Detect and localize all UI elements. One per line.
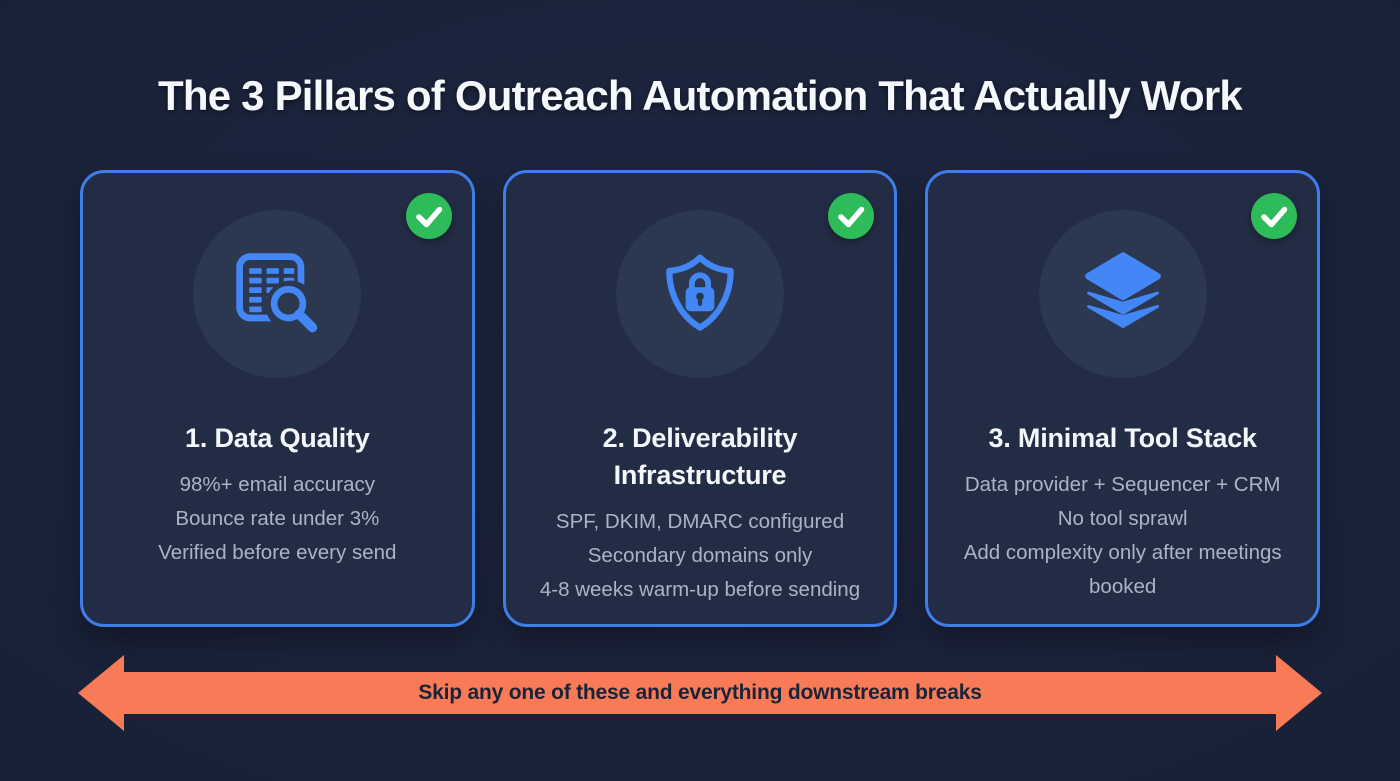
check-badge <box>405 193 452 239</box>
card-line: Add complexity only after meetings booke… <box>963 541 1282 598</box>
card-body: SPF, DKIM, DMARC configured Secondary do… <box>540 505 860 607</box>
card-data-quality: 1. Data Quality 98%+ email accuracy Boun… <box>80 170 475 627</box>
card-line: Bounce rate under 3% <box>175 507 380 530</box>
card-title: 2. Deliverability Infrastructure <box>602 423 798 490</box>
banner-text: Skip any one of these and everything dow… <box>418 681 982 704</box>
page-title: The 3 Pillars of Outreach Automation Tha… <box>158 72 1243 119</box>
card-title: 1. Data Quality <box>185 423 370 453</box>
spreadsheet-search-icon <box>236 253 318 333</box>
icon-circle <box>1038 210 1207 378</box>
card-body: Data provider + Sequencer + CRM No tool … <box>957 468 1289 604</box>
layers-icon <box>1084 252 1161 329</box>
check-icon <box>415 206 442 228</box>
card-line: Secondary domains only <box>587 544 813 567</box>
shield-lock-icon <box>666 254 734 331</box>
pillars-row: 1. Data Quality 98%+ email accuracy Boun… <box>80 170 1321 627</box>
double-arrow-banner: Skip any one of these and everything dow… <box>78 655 1322 731</box>
card-line: Data provider + Sequencer + CRM <box>964 473 1281 496</box>
check-icon <box>838 206 865 228</box>
card-body: 98%+ email accuracy Bounce rate under 3%… <box>158 468 396 570</box>
card-line: 4-8 weeks warm-up before sending <box>539 578 861 601</box>
card-line: 98%+ email accuracy <box>179 473 376 496</box>
check-icon <box>1261 206 1288 228</box>
card-line: Verified before every send <box>158 541 397 564</box>
card-title: 3. Minimal Tool Stack <box>988 423 1258 453</box>
check-badge <box>828 193 875 239</box>
card-line: No tool sprawl <box>1057 507 1188 530</box>
icon-circle <box>616 210 784 378</box>
card-deliverability-infrastructure: 2. Deliverability Infrastructure SPF, DK… <box>502 170 898 627</box>
card-minimal-tool-stack: 3. Minimal Tool Stack Data provider + Se… <box>925 170 1321 627</box>
card-line: SPF, DKIM, DMARC configured <box>555 510 845 533</box>
check-badge <box>1251 193 1298 239</box>
icon-circle <box>193 210 362 378</box>
